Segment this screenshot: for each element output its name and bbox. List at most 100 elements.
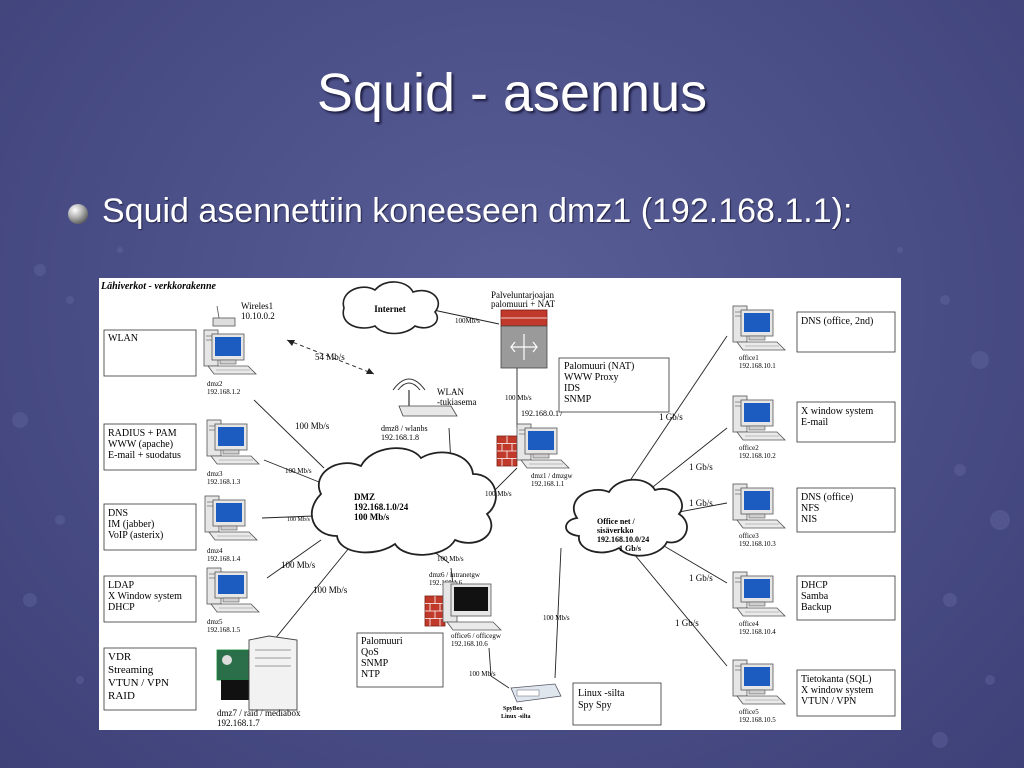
dmz-cloud xyxy=(310,447,497,556)
dmz1-box-text: IDS xyxy=(564,383,580,394)
wlan-access-point xyxy=(392,378,458,417)
arrow-icon xyxy=(287,340,295,346)
dmz4-box-text: IM (jabber) xyxy=(108,519,154,530)
office4-label: office4 xyxy=(739,620,759,628)
dmz8-label: dmz8 / wlanbs xyxy=(381,424,428,433)
dmz5-box xyxy=(103,575,197,623)
dmz-speed: 100 Mb/s xyxy=(354,512,390,522)
office3-box-text: DNS (office) xyxy=(801,492,853,503)
wlan-ap-label: -tukiasema xyxy=(437,397,477,407)
office-cloud xyxy=(565,478,688,557)
office3-box-text: NIS xyxy=(801,514,817,525)
dmz5-node xyxy=(206,567,260,613)
office3-ip: 192.168.10.3 xyxy=(739,540,776,548)
dmz3-box-text: E-mail + suodatus xyxy=(108,450,181,461)
arrow-icon xyxy=(366,368,374,374)
dmz4-label: dmz4 xyxy=(207,547,223,555)
dmz7-label: dmz7 / raid / mediabox xyxy=(217,708,301,718)
office2-speed: 1 Gb/s xyxy=(689,462,713,472)
dmz5-label: dmz5 xyxy=(207,618,223,626)
spybox-box xyxy=(572,682,662,726)
dmz3-label: dmz3 xyxy=(207,470,223,478)
office5-box xyxy=(796,669,896,717)
spybox-label: Linux -silta xyxy=(501,714,531,720)
office6-box-text: Palomuuri xyxy=(361,636,403,647)
office6-node xyxy=(424,581,502,631)
office6-box xyxy=(356,632,444,688)
office1-label: office1 xyxy=(739,354,759,362)
office6-box-text: NTP xyxy=(361,669,380,680)
office5-node xyxy=(732,659,786,705)
wireles1-label: Wireles1 xyxy=(241,301,273,311)
wlan-box-text: WLAN xyxy=(108,333,138,344)
dmz6-label: dmz6 / intranetgw xyxy=(429,571,481,579)
office2-node xyxy=(732,395,786,441)
dmz1-box-text: SNMP xyxy=(564,394,592,405)
dmz4-box xyxy=(103,503,197,551)
provider-dmz1-speed: 100 Mb/s xyxy=(505,394,532,402)
dmz4-speed: 100 Mb/s xyxy=(287,517,311,523)
spybox-node xyxy=(510,683,562,703)
office4-box xyxy=(796,575,896,621)
dmz7-ip: 192.168.1.7 xyxy=(217,718,260,728)
internet-label: Internet xyxy=(374,304,406,314)
dmz5-speed: 100 Mb/s xyxy=(281,560,316,570)
dmz5-box-text: LDAP xyxy=(108,580,135,591)
office5-box-text: Tietokanta (SQL) xyxy=(801,674,871,685)
dmz1-speed: 100 Mb/s xyxy=(485,490,512,498)
dmz3-box xyxy=(103,423,197,471)
dmz3-box-text: RADIUS + PAM xyxy=(108,428,177,439)
office3-box xyxy=(796,487,896,533)
office1-box xyxy=(796,311,896,353)
dmz3-ip: 192.168.1.3 xyxy=(207,478,241,486)
office4-node xyxy=(732,571,786,617)
dmz7-box xyxy=(103,647,197,711)
bullet-sphere-icon xyxy=(68,204,88,224)
office1-ip: 192.168.10.1 xyxy=(739,362,776,370)
network-diagram: Lähiverkot - verkkorakenne Internet DMZ … xyxy=(99,278,901,730)
office1-node xyxy=(732,305,786,351)
office2-box xyxy=(796,401,896,443)
dmz5-box-text: X Window system xyxy=(108,591,182,602)
dmz3-box-text: WWW (apache) xyxy=(108,439,173,450)
dmz1-node xyxy=(496,423,570,469)
wireless-link xyxy=(286,339,375,375)
wireles1-node xyxy=(203,305,257,375)
dmz4-box-text: VoIP (asterix) xyxy=(108,530,163,541)
dmz5-ip: 192.168.1.5 xyxy=(207,626,241,634)
office4-box-text: DHCP xyxy=(801,580,828,591)
office2-box-text: X window system xyxy=(801,406,873,417)
office3-speed: 1 Gb/s xyxy=(689,498,713,508)
dmz6-speed: 100 Mb/s xyxy=(437,555,464,563)
provider-label: Palveluntarjoajan xyxy=(491,290,554,300)
office6-label: office6 / officegw xyxy=(451,632,502,640)
dmz1-box xyxy=(558,357,670,413)
dmz1-label: dmz1 / dmzgw xyxy=(531,472,574,480)
provider-firewall xyxy=(500,309,548,369)
office3-node xyxy=(732,483,786,529)
office5-box-text: VTUN / VPN xyxy=(801,696,856,707)
diagram-heading: Lähiverkot - verkkorakenne xyxy=(100,281,217,292)
dmz4-ip: 192.168.1.4 xyxy=(207,555,241,563)
dmz7-box-text: RAID xyxy=(108,690,135,702)
office5-box-text: X window system xyxy=(801,685,873,696)
dmz8-ip: 192.168.1.8 xyxy=(381,433,419,442)
office2-ip: 192.168.10.2 xyxy=(739,452,776,460)
dmz7-speed: 100 Mb/s xyxy=(313,585,348,595)
dmz1-box-text: WWW Proxy xyxy=(564,372,619,383)
office3-box-text: NFS xyxy=(801,503,819,514)
dmz2-speed: 100 Mb/s xyxy=(295,421,330,431)
internet-speed-label: 100Mb/s xyxy=(455,317,480,325)
wireles1-ip: 10.10.0.2 xyxy=(241,311,275,321)
office6-ip: 192.168.10.6 xyxy=(451,640,488,648)
office1-box-text: DNS (office, 2nd) xyxy=(801,316,873,327)
dmz3-speed: 100 Mb/s xyxy=(285,467,312,475)
office-cloud-label: Office net / xyxy=(597,517,636,526)
provider-label: palomuuri + NAT xyxy=(491,299,556,309)
dmz2-ip: 192.168.1.2 xyxy=(207,388,241,396)
wlan-box xyxy=(103,329,197,377)
dmz1-box-text: Palomuuri (NAT) xyxy=(564,361,634,372)
dmz5-box-text: DHCP xyxy=(108,602,135,613)
wireless-speed-label: 54 Mb/s xyxy=(315,352,345,362)
bullet-text: Squid asennettiin koneeseen dmz1 (192.16… xyxy=(102,192,853,230)
